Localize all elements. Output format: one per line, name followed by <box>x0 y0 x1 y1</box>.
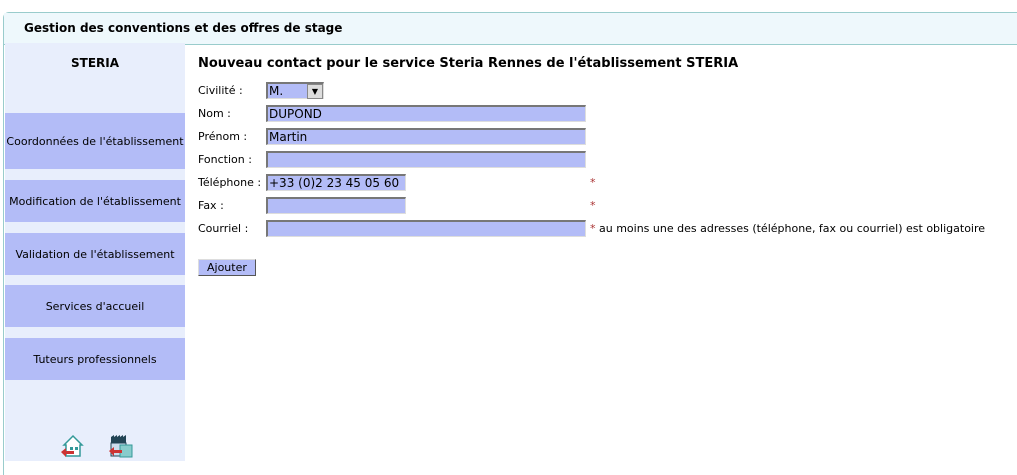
fonction-label: Fonction : <box>198 153 252 166</box>
courriel-label: Courriel : <box>198 222 249 235</box>
required-mark: * <box>590 176 596 189</box>
telephone-input[interactable]: +33 (0)2 23 45 05 60 <box>266 174 406 191</box>
fax-label: Fax : <box>198 199 224 212</box>
prenom-input[interactable]: Martin <box>266 128 586 145</box>
building-back-icon[interactable] <box>108 433 134 459</box>
required-note: au moins une des adresses (téléphone, fa… <box>599 222 986 235</box>
sidebar-title: STERIA <box>70 56 120 70</box>
home-back-icon[interactable] <box>60 433 86 459</box>
sidebar-item-modification[interactable]: Modification de l'établissement <box>5 180 185 222</box>
required-mark: * <box>590 199 596 212</box>
required-mark: * <box>590 222 596 235</box>
chevron-down-icon: ▼ <box>307 84 323 99</box>
nom-label: Nom : <box>198 107 231 120</box>
nom-input[interactable]: DUPOND <box>266 105 586 122</box>
sidebar: STERIA Coordonnées de l'établissement Mo… <box>5 43 185 461</box>
prenom-label: Prénom : <box>198 130 248 143</box>
fax-input[interactable] <box>266 197 406 214</box>
civilite-value: M. <box>269 84 284 98</box>
telephone-label: Téléphone : <box>198 176 262 189</box>
sidebar-item-coordonnees[interactable]: Coordonnées de l'établissement <box>5 113 185 169</box>
fonction-input[interactable] <box>266 151 586 168</box>
sidebar-item-services[interactable]: Services d'accueil <box>5 285 185 327</box>
app-header: Gestion des conventions et des offres de… <box>4 13 1017 45</box>
ajouter-button[interactable]: Ajouter <box>198 259 256 276</box>
civilite-label: Civilité : <box>198 84 243 97</box>
sidebar-item-validation[interactable]: Validation de l'établissement <box>5 233 185 275</box>
sidebar-item-tuteurs[interactable]: Tuteurs professionnels <box>5 338 185 380</box>
form-title: Nouveau contact pour le service Steria R… <box>198 56 739 71</box>
courriel-input[interactable] <box>266 220 586 237</box>
civilite-select[interactable]: M. ▼ <box>266 82 324 99</box>
contact-form: Nouveau contact pour le service Steria R… <box>198 56 985 276</box>
